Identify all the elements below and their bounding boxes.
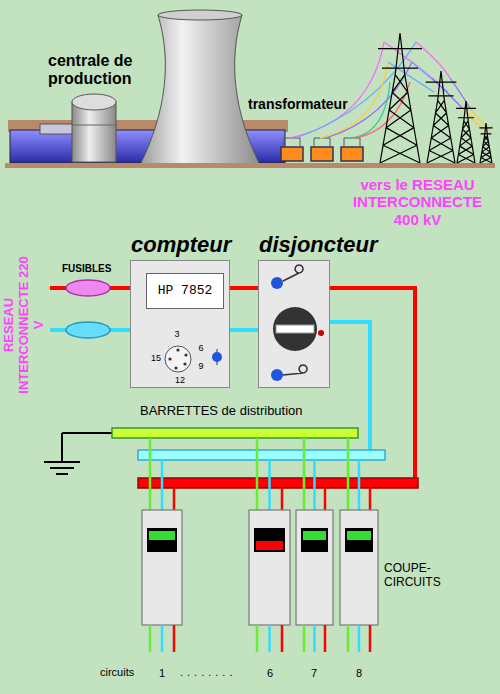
dial-number: 6 bbox=[198, 343, 203, 353]
caption-label: COUPE-CIRCUITS bbox=[384, 562, 456, 590]
caption-label: FUSIBLES bbox=[62, 263, 111, 275]
high-voltage-lines bbox=[290, 42, 490, 138]
breaker-window bbox=[147, 528, 177, 552]
pylon bbox=[378, 33, 422, 163]
dial-number: 12 bbox=[175, 375, 185, 385]
circuit-breaker bbox=[296, 510, 333, 625]
pylon bbox=[426, 71, 457, 163]
caption-label: transformateur bbox=[248, 96, 348, 112]
circuit-number: 8 bbox=[356, 667, 362, 680]
circuit-breaker bbox=[249, 510, 290, 625]
wire bbox=[230, 328, 258, 332]
circuit-number: 1 bbox=[159, 667, 165, 680]
caption-label: BARRETTES de distribution bbox=[140, 404, 303, 419]
pylon bbox=[378, 33, 493, 163]
ground-strip bbox=[5, 163, 495, 168]
breaker-window bbox=[301, 528, 328, 552]
fuse bbox=[66, 322, 110, 338]
circuit-breaker bbox=[142, 510, 182, 625]
device-box: compteurHP 7852 bbox=[130, 260, 230, 388]
transformer bbox=[281, 138, 363, 161]
circuit-breaker bbox=[340, 510, 378, 625]
device-title: compteur bbox=[131, 232, 231, 258]
breaker-indicator bbox=[256, 541, 283, 550]
installation bbox=[44, 280, 418, 652]
breaker-indicator bbox=[303, 531, 326, 540]
wire bbox=[230, 286, 258, 290]
device-title: disjoncteur bbox=[259, 232, 378, 258]
circuit-number: 6 bbox=[267, 667, 273, 680]
breaker-window bbox=[254, 528, 285, 552]
circuit-number: ........ bbox=[180, 666, 236, 679]
reactor-dome-top bbox=[72, 94, 116, 110]
meter-reading: HP 7852 bbox=[147, 274, 223, 308]
circuit-number: 7 bbox=[311, 667, 317, 680]
breaker-window bbox=[345, 528, 373, 552]
breaker-indicator bbox=[149, 531, 175, 540]
phase-bar bbox=[138, 478, 418, 488]
dial-number: 15 bbox=[151, 353, 161, 363]
cooling-tower bbox=[140, 15, 260, 165]
device-details bbox=[259, 261, 331, 389]
dial-number: 3 bbox=[174, 329, 179, 339]
fuse bbox=[66, 280, 110, 296]
dial-number: 9 bbox=[198, 361, 203, 371]
cooling-tower-rim bbox=[158, 10, 242, 20]
reactor-dome bbox=[72, 102, 116, 162]
caption-label: RESEAU INTERCONNECTE 220 V bbox=[2, 255, 47, 395]
circuit-number: circuits bbox=[100, 666, 134, 679]
circuit-breakers bbox=[142, 438, 378, 652]
power-plant bbox=[5, 10, 495, 168]
breaker-indicator bbox=[347, 531, 371, 540]
earth-bar bbox=[112, 428, 358, 438]
pylon bbox=[479, 123, 492, 163]
device-box: disjoncteur bbox=[258, 260, 330, 388]
pylon bbox=[456, 101, 476, 163]
caption-label: vers le RESEAU INTERCONNECTE 400 kV bbox=[340, 176, 495, 228]
caption-label: centrale de production bbox=[48, 52, 160, 89]
meter-display: HP 7852 bbox=[146, 273, 224, 309]
dome-ring bbox=[72, 125, 116, 126]
ground-symbol bbox=[44, 433, 112, 474]
